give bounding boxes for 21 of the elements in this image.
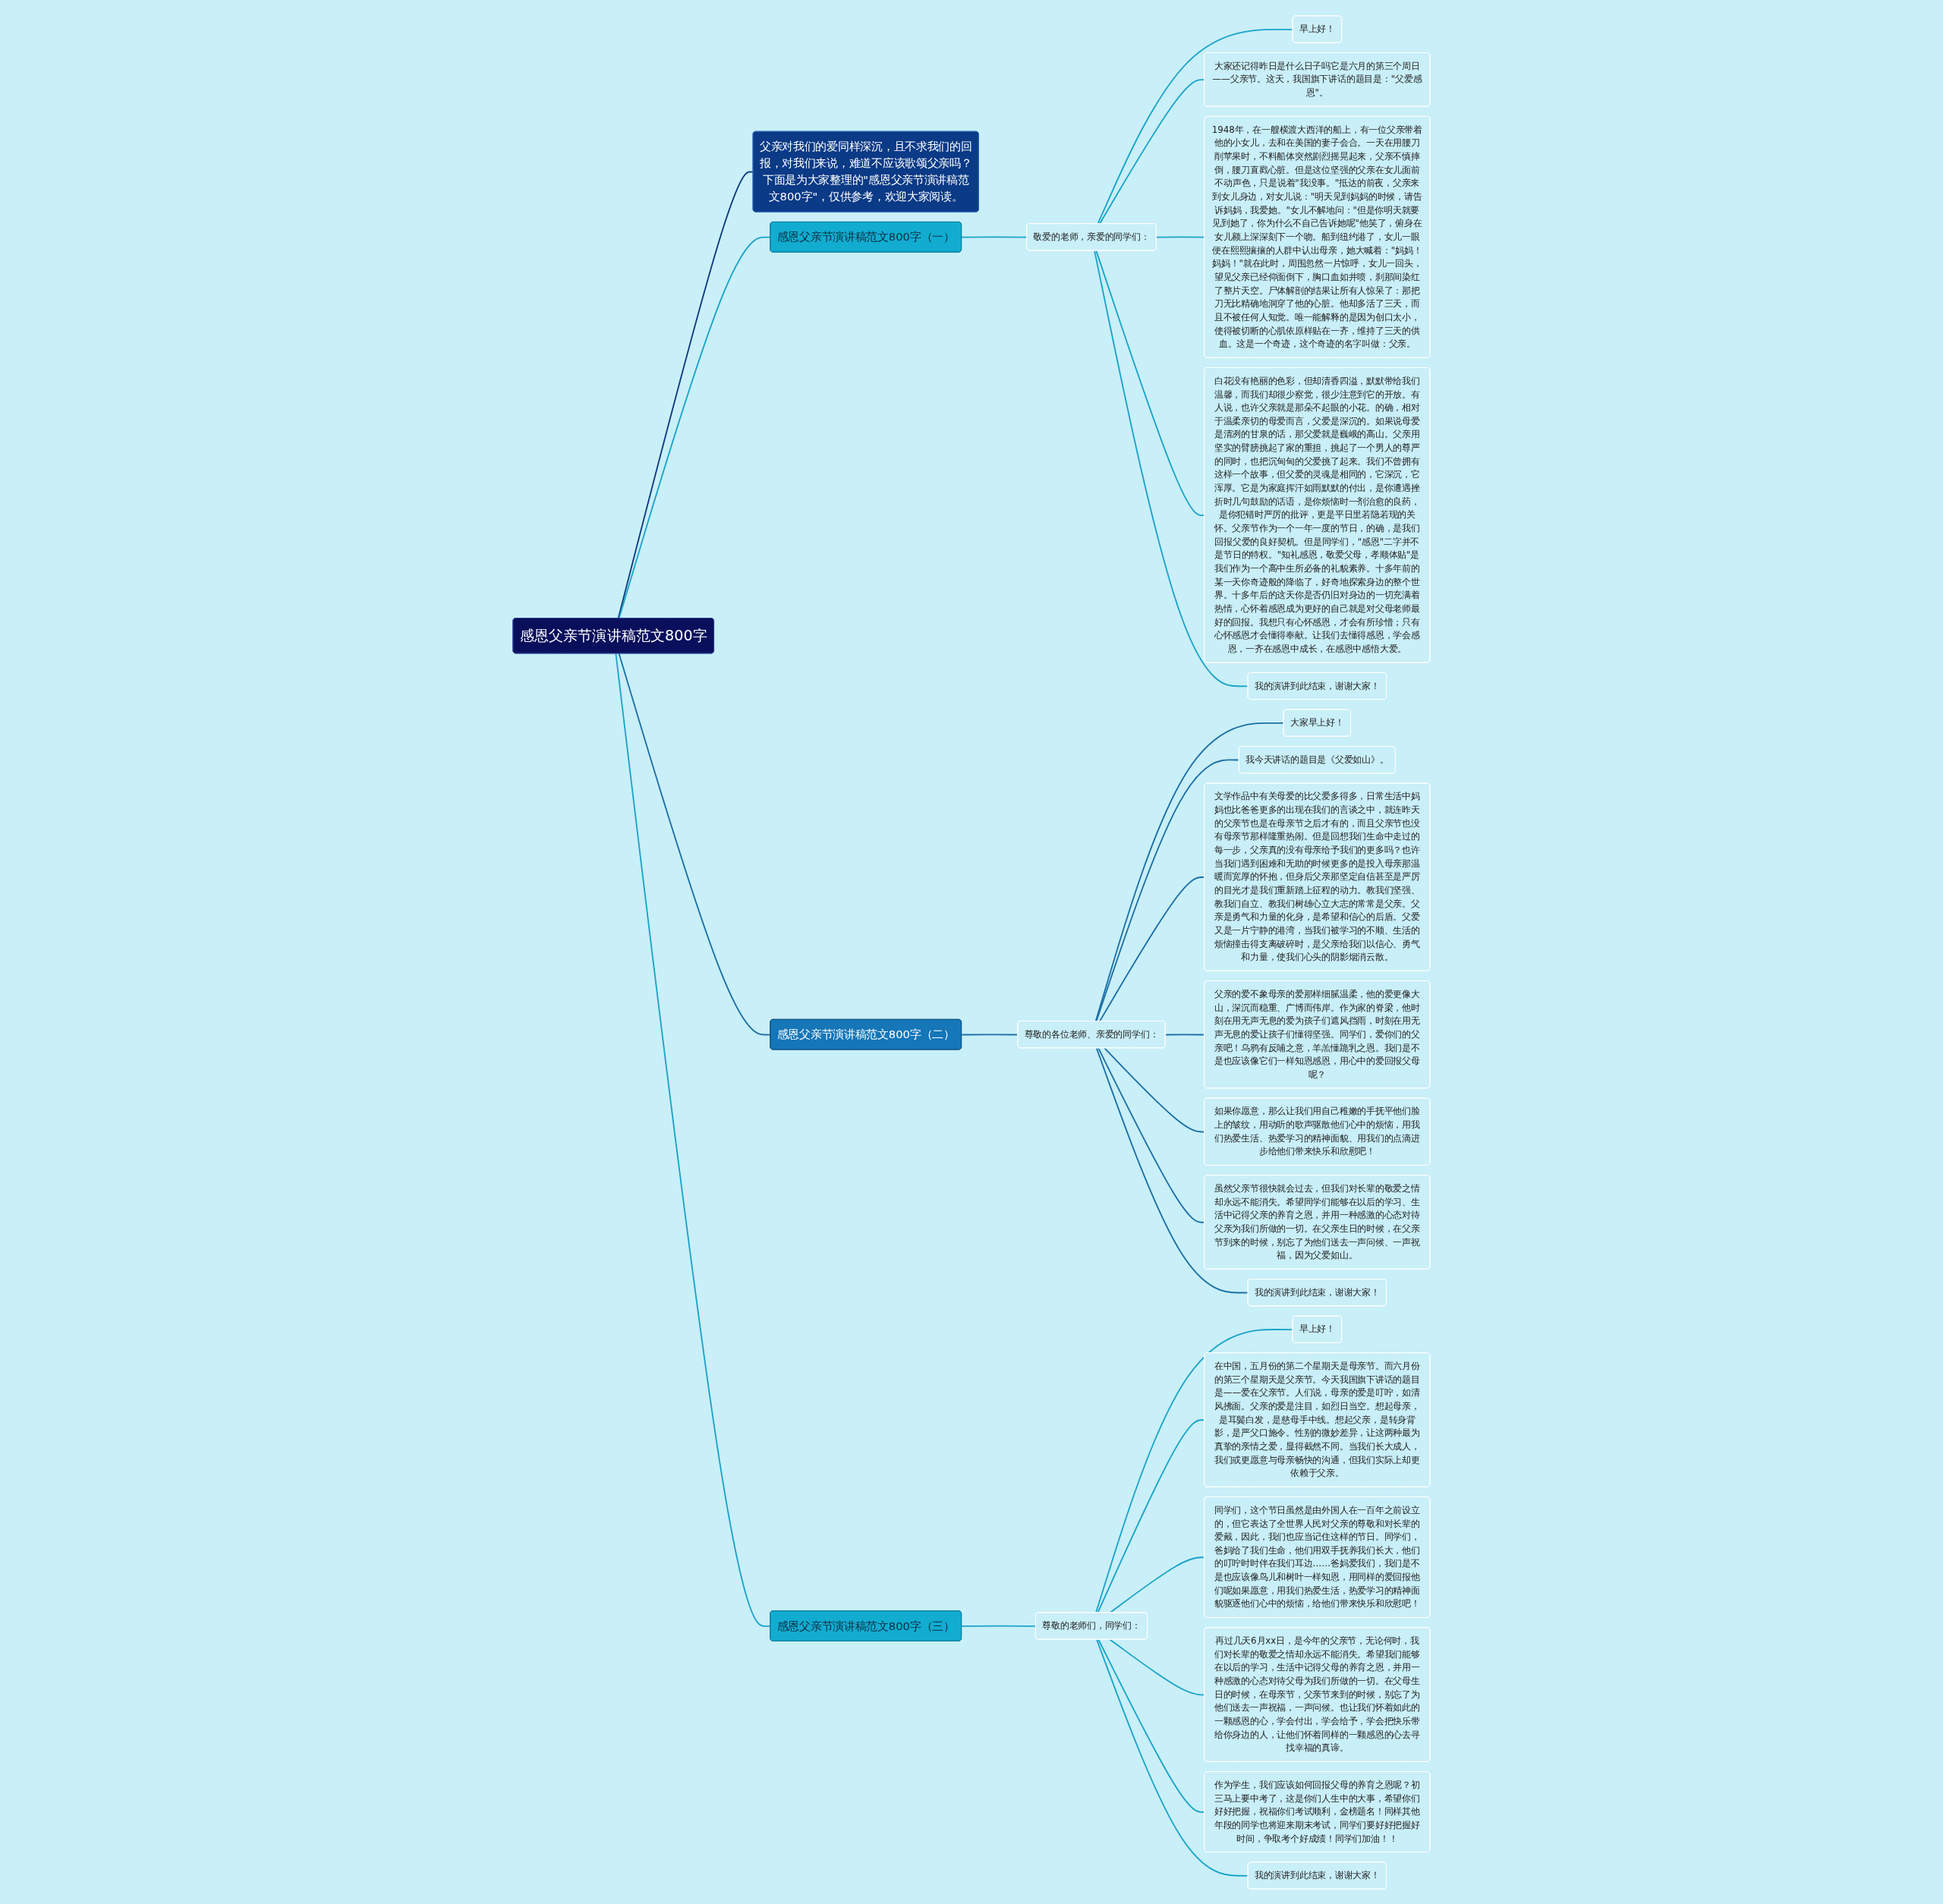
connector (1097, 1638, 1205, 1813)
connector (1097, 28, 1294, 225)
connector (1097, 1046, 1205, 1223)
connector (1096, 1638, 1249, 1877)
connector (1095, 759, 1240, 1022)
connector (1099, 78, 1205, 225)
connector (1094, 249, 1249, 687)
connector (1095, 1046, 1249, 1293)
connector (1097, 1418, 1205, 1613)
connector (1155, 236, 1205, 238)
connector (1104, 1046, 1205, 1132)
connector (961, 1625, 1037, 1627)
connector (1109, 1556, 1205, 1613)
connector (1109, 1638, 1205, 1695)
connector (1094, 722, 1285, 1022)
connector (617, 171, 754, 619)
connector (1164, 1033, 1205, 1035)
connector (1099, 876, 1205, 1022)
connector (1095, 249, 1205, 516)
connector (1095, 1328, 1294, 1613)
connector (961, 236, 1028, 238)
